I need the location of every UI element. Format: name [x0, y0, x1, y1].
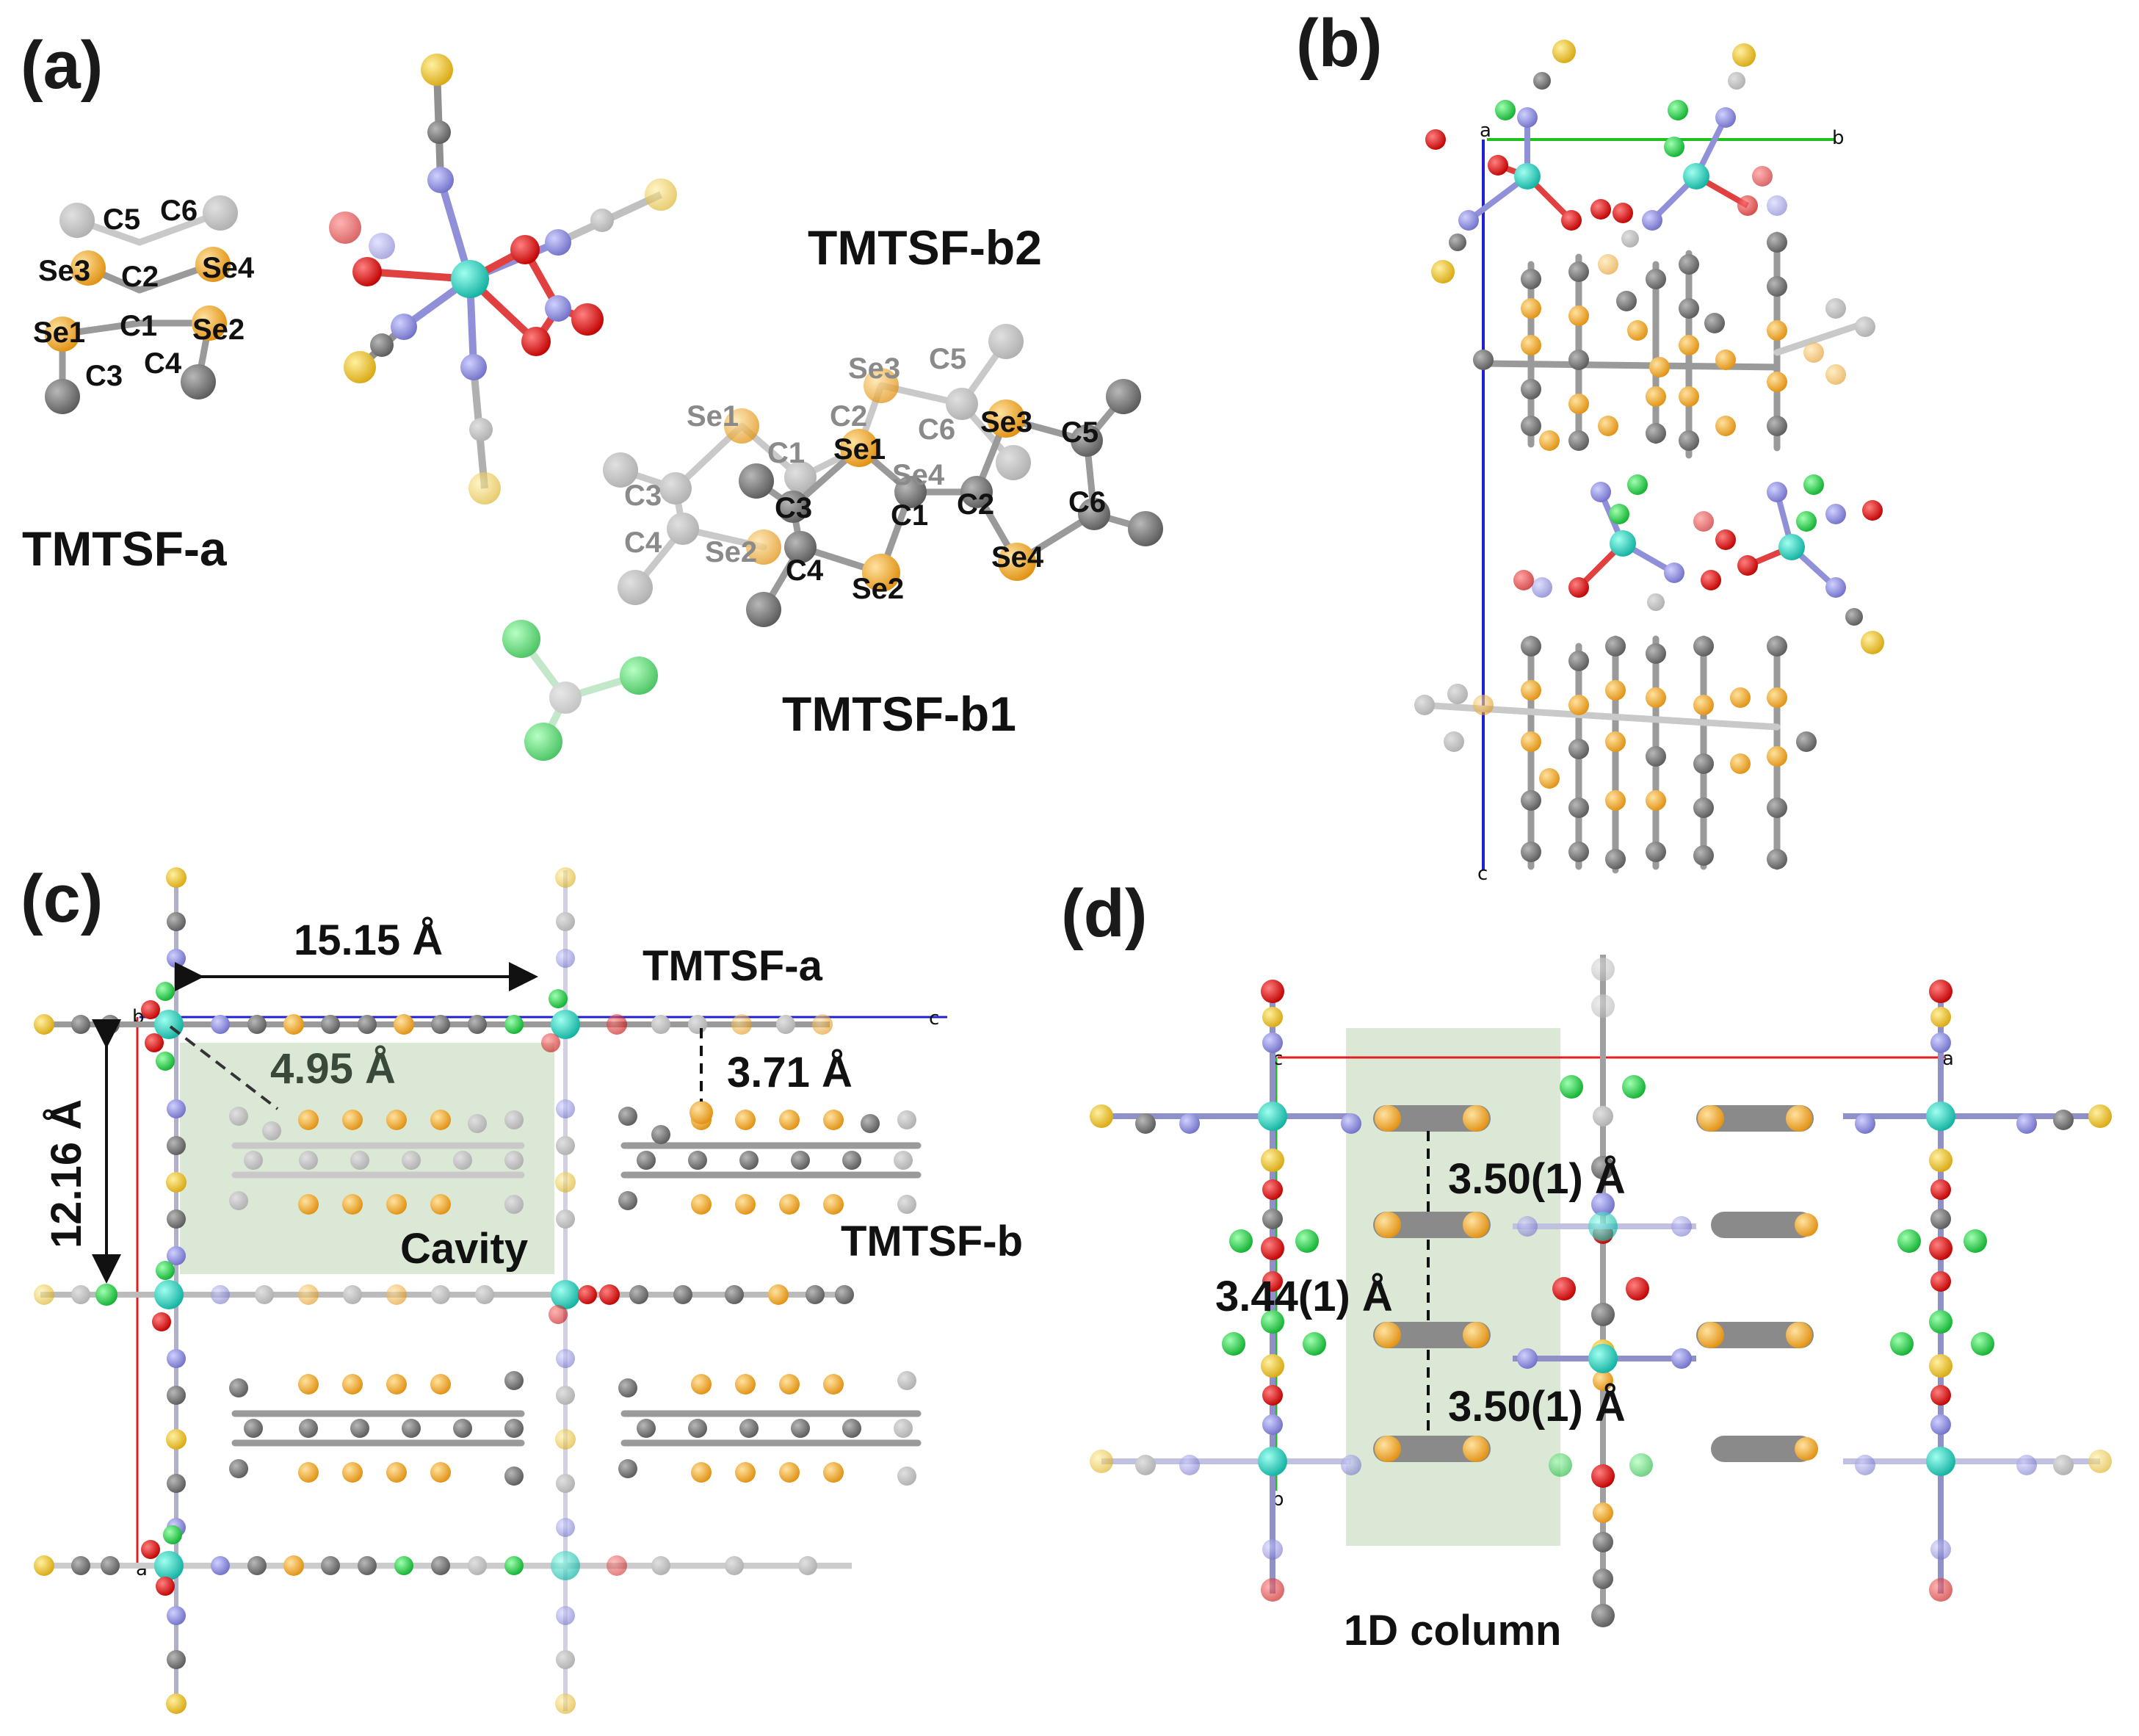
atom-label: C4 — [624, 527, 662, 559]
atom-label: Se4 — [892, 459, 945, 491]
panel-d: (d) c a b — [1061, 876, 2112, 1654]
panel-b: (b) a b c — [1296, 6, 1884, 885]
atom-label: C6 — [160, 195, 198, 227]
atom-label: C2 — [830, 400, 867, 433]
atom-label: Se3 — [38, 255, 90, 287]
atom-label: C6 — [1068, 486, 1106, 518]
atom-label: C2 — [121, 261, 159, 293]
tmtsf-layer — [229, 1101, 922, 1486]
atom-label: Se3 — [848, 352, 900, 385]
atom-label: C1 — [891, 499, 928, 532]
metal-center — [1222, 1075, 1994, 1477]
packing-view-b — [1414, 40, 1884, 874]
atom-label: C6 — [918, 413, 955, 446]
panel-a-title: (a) — [21, 28, 103, 103]
tmtsf-stack — [1414, 635, 1817, 874]
axis-label-a: a — [1480, 120, 1491, 142]
metal-complex — [1621, 43, 1787, 247]
metal-complex — [1513, 474, 1714, 611]
panel-d-title: (d) — [1061, 876, 1147, 951]
dist-1: 3.50(1) Å — [1448, 1155, 1626, 1203]
atom-label: C5 — [929, 343, 966, 375]
panel-b-title: (b) — [1296, 6, 1382, 81]
label-tmtsf-a: TMTSF-a — [643, 942, 823, 990]
metal-center — [141, 982, 597, 1596]
atom-label: C1 — [120, 310, 157, 342]
panel-c: (c) b c a — [21, 861, 1023, 1714]
label-cavity: Cavity — [400, 1225, 528, 1273]
tmtsf-b1-label: TMTSF-b1 — [782, 687, 1016, 741]
atom-label: C4 — [144, 347, 182, 380]
atom-label: C5 — [103, 203, 140, 236]
dist-2: 3.44(1) Å — [1215, 1273, 1393, 1320]
atom-label: Se2 — [192, 314, 245, 346]
chcl3-molecule — [502, 620, 658, 761]
atom-label: C3 — [624, 480, 662, 512]
tmtsf-a-molecule: C5 C6 Se3 C2 Se4 Se1 C1 Se2 C3 C4 — [33, 195, 255, 414]
dist-width: 15.15 Å — [294, 916, 443, 964]
axis-label-a: a — [136, 1558, 148, 1580]
metal-complex — [1701, 474, 1884, 654]
axis-label-c: c — [929, 1008, 939, 1030]
atom-label: Se1 — [687, 400, 739, 433]
panel-a: (a) C5 C6 Se3 C2 Se4 Se1 C1 S — [21, 28, 1163, 761]
tmtsf-stack — [1373, 1105, 1818, 1462]
atom-label: C3 — [85, 360, 123, 392]
axis-label-b: b — [1832, 127, 1845, 149]
atom-label: Se2 — [852, 573, 904, 605]
atom-label: C3 — [775, 492, 812, 524]
metal-complex-a — [329, 54, 677, 504]
atom-label: Se4 — [202, 252, 255, 284]
atom-label: Se1 — [833, 433, 886, 466]
atom-label: Se2 — [705, 536, 757, 568]
tmtsf-b2-label: TMTSF-b2 — [808, 220, 1042, 275]
tmtsf-b-molecules: Se3 C5 Se1 C2 C1 C6 Se4 C3 C4 Se2 Se1 C1… — [603, 324, 1163, 627]
dist-3: 3.50(1) Å — [1448, 1383, 1626, 1431]
dist-height: 12.16 Å — [43, 1099, 90, 1248]
dist-stack: 3.71 Å — [727, 1049, 853, 1096]
metal-complex — [1425, 40, 1633, 283]
dist-diag: 4.95 Å — [270, 1045, 396, 1093]
horizontal-chain — [1090, 1104, 2112, 1475]
panel-c-title: (c) — [21, 861, 103, 936]
tmtsf-stack — [1473, 231, 1875, 459]
label-tmtsf-b: TMTSF-b — [841, 1218, 1023, 1265]
atom-label: C4 — [786, 554, 824, 587]
atom-label: Se4 — [991, 541, 1044, 574]
label-column: 1D column — [1344, 1607, 1562, 1654]
atom-label: Se3 — [980, 406, 1032, 438]
atom-label: Se1 — [33, 317, 85, 349]
axis-label-c: c — [1477, 863, 1488, 885]
tmtsf-a-label: TMTSF-a — [22, 521, 228, 576]
atom-label: C5 — [1061, 416, 1099, 449]
axis-label-a: a — [1942, 1048, 1954, 1070]
atom-label: C2 — [957, 488, 994, 521]
atom-label: C1 — [767, 437, 805, 469]
diag-dashed — [169, 1025, 279, 1110]
